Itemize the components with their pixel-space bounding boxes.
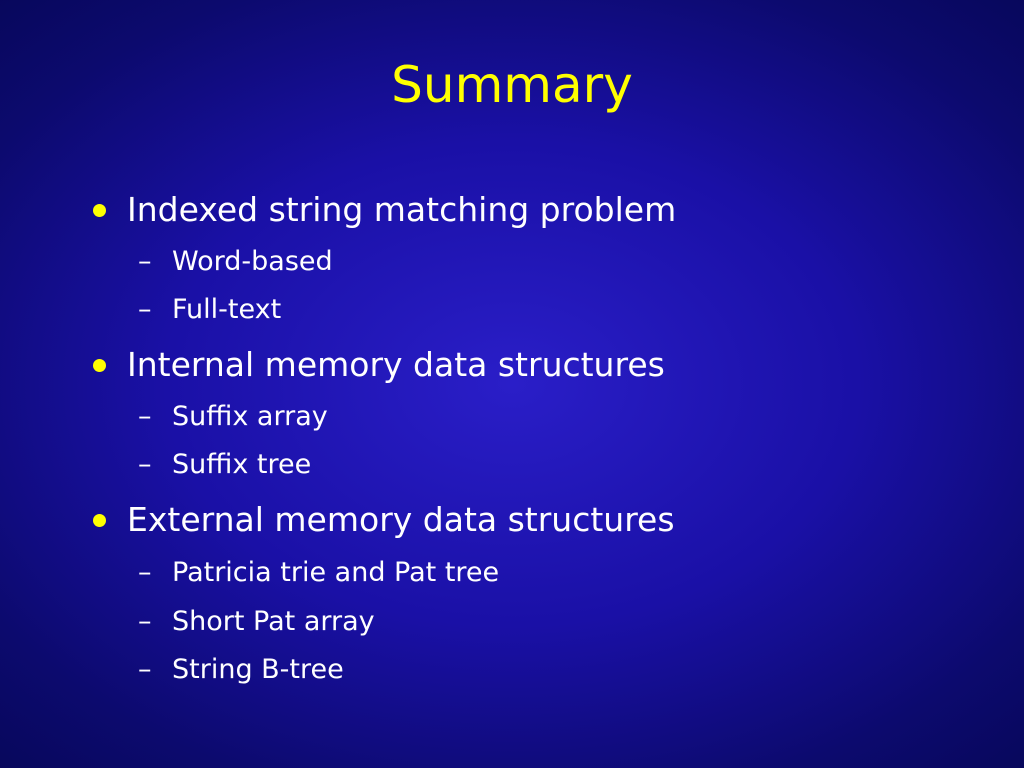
- bullet-text: Internal memory data structures: [127, 345, 665, 384]
- bullet-dot-icon: [93, 359, 106, 372]
- sub-bullet-item: – Full-text: [138, 293, 282, 327]
- dash-icon: –: [138, 557, 152, 588]
- slide-title: Summary: [391, 56, 633, 114]
- sub-bullet-text: Short Pat array: [172, 606, 375, 637]
- dash-icon: –: [138, 606, 152, 637]
- sub-bullet-text: Patricia trie and Pat tree: [172, 557, 500, 588]
- bullet-dot-icon: [93, 204, 106, 217]
- sub-bullet-text: Suffix tree: [172, 449, 312, 480]
- sub-bullet-text: Full-text: [172, 294, 282, 325]
- sub-bullet-text: String B-tree: [172, 654, 344, 685]
- sub-bullet-item: – Patricia trie and Pat tree: [138, 556, 500, 590]
- dash-icon: –: [138, 654, 152, 685]
- sub-bullet-item: – Suffix array: [138, 400, 328, 434]
- bullet-text: External memory data structures: [127, 500, 675, 539]
- sub-bullet-item: – Suffix tree: [138, 448, 312, 482]
- bullet-item: Indexed string matching problem: [93, 190, 677, 230]
- dash-icon: –: [138, 401, 152, 432]
- bullet-item: External memory data structures: [93, 500, 675, 540]
- sub-bullet-item: – Short Pat array: [138, 605, 375, 639]
- sub-bullet-item: – String B-tree: [138, 653, 344, 687]
- bullet-item: Internal memory data structures: [93, 345, 665, 385]
- bullet-text: Indexed string matching problem: [127, 190, 677, 229]
- bullet-dot-icon: [93, 514, 106, 527]
- dash-icon: –: [138, 246, 152, 277]
- dash-icon: –: [138, 449, 152, 480]
- sub-bullet-item: – Word-based: [138, 245, 333, 279]
- dash-icon: –: [138, 294, 152, 325]
- sub-bullet-text: Word-based: [172, 246, 333, 277]
- sub-bullet-text: Suffix array: [172, 401, 328, 432]
